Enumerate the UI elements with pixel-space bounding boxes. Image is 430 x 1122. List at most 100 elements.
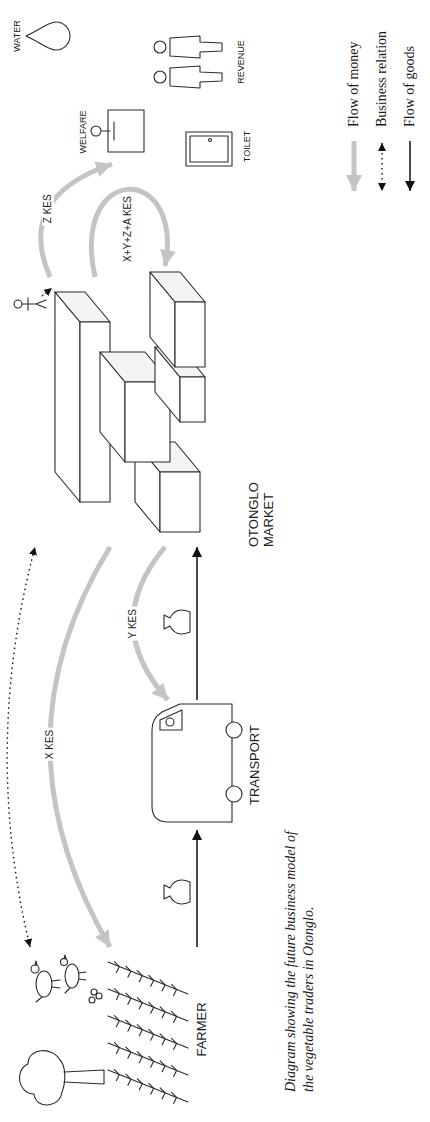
node-label: WELFARE <box>78 111 88 154</box>
wall <box>150 272 205 302</box>
toilet-icon: TOILET <box>180 119 254 174</box>
legend-sample <box>401 135 419 197</box>
label-line: WELFARE <box>72 100 90 164</box>
leaf <box>126 966 131 977</box>
leaf <box>160 1007 165 1018</box>
leaf <box>137 1079 142 1090</box>
leaf <box>160 1088 165 1099</box>
leaf <box>114 1016 119 1027</box>
icon-area <box>145 700 245 830</box>
money-arrow <box>50 547 110 947</box>
goods-arrow <box>409 141 411 191</box>
legend-row: Flow of money <box>345 41 363 197</box>
icon-area <box>148 27 230 97</box>
leaf <box>137 1052 142 1063</box>
figure-caption: Diagram showing the future business mode… <box>282 830 318 1092</box>
legend-row: Flow of goods <box>401 46 419 197</box>
icon-area <box>180 119 236 174</box>
leaf <box>114 962 119 973</box>
revenue-icon: REVENUE <box>148 27 248 97</box>
legend-text: Flow of goods <box>402 46 418 127</box>
money-loop-arrow <box>91 189 167 277</box>
leaf <box>114 1070 119 1081</box>
leaf <box>160 1034 165 1045</box>
leaf <box>137 971 142 982</box>
label-line: FARMER <box>192 947 210 1112</box>
leaf <box>126 993 131 1004</box>
label-line: WATER <box>6 8 24 64</box>
icon-area <box>25 277 247 547</box>
wall <box>55 292 110 322</box>
node-label: TOILET <box>242 131 252 162</box>
leaf <box>149 975 154 986</box>
label-line: REVENUE <box>230 27 248 97</box>
icon-area <box>20 947 192 1112</box>
transport-group: TRANSPORT <box>145 700 263 830</box>
crops <box>108 962 188 1104</box>
market-building <box>55 272 205 532</box>
leaf <box>172 1092 177 1103</box>
amount-label: X+Y+Z+A KES <box>122 194 134 264</box>
leaf <box>114 1043 119 1054</box>
chickens <box>31 955 102 1003</box>
tree-crown <box>19 1051 64 1105</box>
money-arrow <box>41 164 112 277</box>
facade <box>180 377 205 422</box>
roof <box>55 292 80 502</box>
market-group: OTONGLO MARKET <box>25 277 277 547</box>
edge-label: Y KES <box>127 607 139 640</box>
trader-figure <box>14 288 52 310</box>
leaf <box>149 1083 154 1094</box>
label-line: TOILET <box>236 119 254 174</box>
leaf <box>137 1025 142 1036</box>
tree-trunk <box>64 1070 104 1084</box>
leaf <box>149 1002 154 1013</box>
leaf <box>160 1061 165 1072</box>
legend-text: Flow of money <box>346 41 362 127</box>
sack <box>164 610 190 634</box>
water-drop <box>26 22 70 50</box>
welfare-icon: WELFARE <box>72 100 166 164</box>
leaf <box>172 984 177 995</box>
legend-sample <box>373 135 391 197</box>
business-relation-line <box>381 143 382 191</box>
sack <box>164 880 190 904</box>
edge-label: X KES <box>44 728 56 761</box>
leaf <box>126 1020 131 1031</box>
toilet-door <box>186 132 232 166</box>
node-label: FARMER <box>195 1002 210 1056</box>
leaf <box>172 1065 177 1076</box>
money-arrow <box>352 141 357 191</box>
revenue-figures <box>154 36 222 88</box>
node-label: OTONGLO MARKET <box>247 482 277 547</box>
business-relation-line <box>7 547 35 947</box>
leaf <box>149 1029 154 1040</box>
leaf <box>172 1038 177 1049</box>
node-label: REVENUE <box>236 40 246 84</box>
node-label: WATER <box>12 20 22 52</box>
facade <box>175 302 205 367</box>
welfare-box <box>91 110 144 152</box>
leaf <box>149 1056 154 1067</box>
node-label: TRANSPORT <box>248 725 263 805</box>
icon-area <box>90 100 166 164</box>
leaf <box>160 980 165 991</box>
goods-arrow <box>196 547 198 700</box>
leaf <box>137 998 142 1009</box>
leaf <box>172 1011 177 1022</box>
farmer-group: FARMER <box>20 947 210 1112</box>
legend-text: Business relation <box>374 31 390 127</box>
leaf <box>126 1074 131 1085</box>
label-line: OTONGLO MARKET <box>247 277 277 547</box>
facade <box>160 472 200 532</box>
van <box>152 704 242 822</box>
leaf <box>114 989 119 1000</box>
water-icon: WATER <box>6 8 86 64</box>
legend-row: Business relation <box>373 31 391 197</box>
edge-label: Z KES <box>42 192 54 225</box>
label-line: TRANSPORT <box>245 700 263 830</box>
legend-sample <box>345 135 363 197</box>
